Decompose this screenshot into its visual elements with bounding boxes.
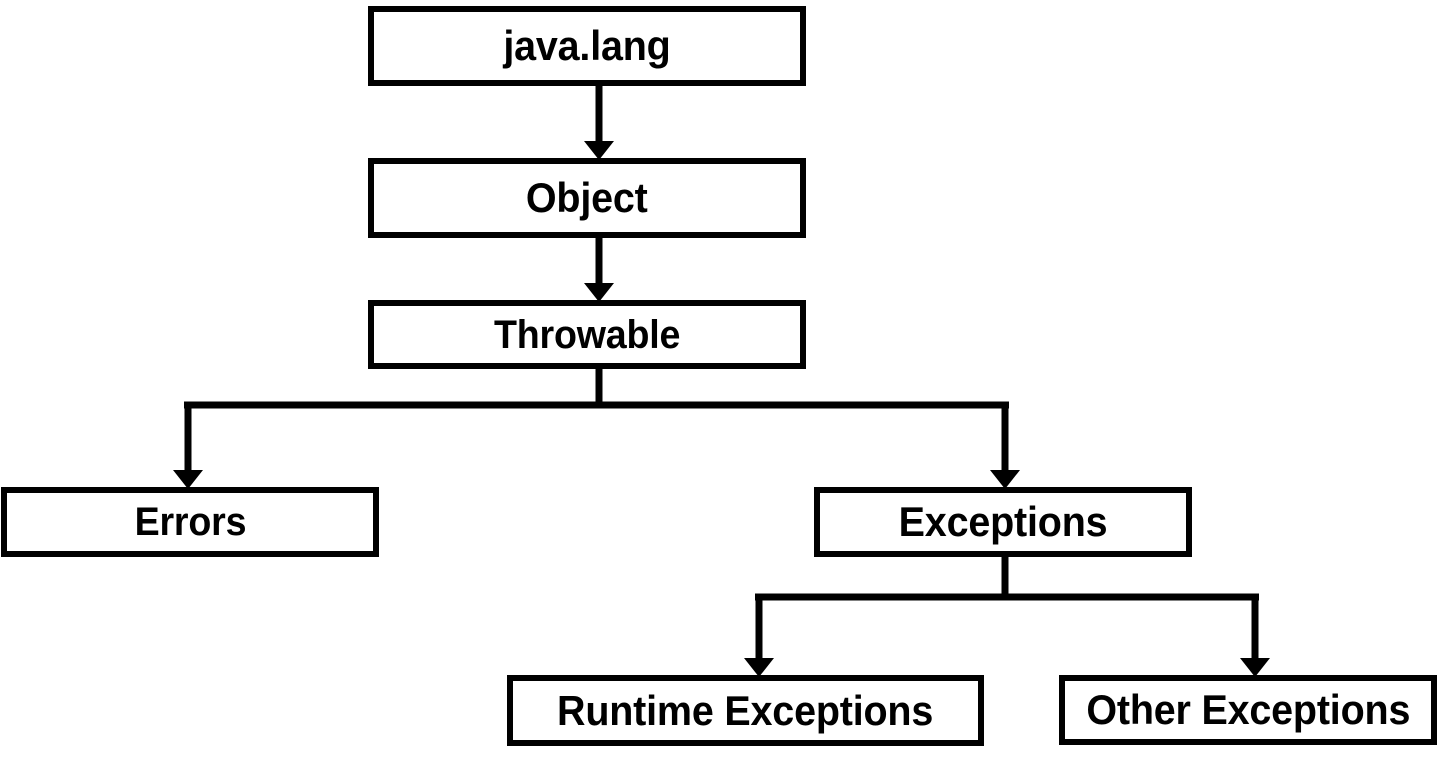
node-runtime-exceptions[interactable]: Runtime Exceptions [507,675,984,746]
node-label: Other Exceptions [1086,686,1410,733]
arrowhead-object [584,141,614,160]
node-label: Exceptions [898,498,1108,545]
arrowhead-exceptions [990,470,1020,489]
node-other-exceptions[interactable]: Other Exceptions [1059,675,1437,745]
arrowhead-other [1240,658,1270,677]
node-errors[interactable]: Errors [1,487,379,557]
node-label: Errors [134,500,246,544]
node-throwable[interactable]: Throwable [368,300,806,369]
node-label: Object [526,174,648,221]
node-exceptions[interactable]: Exceptions [814,487,1192,557]
node-label: Throwable [493,312,681,357]
node-label: Runtime Exceptions [557,686,934,734]
node-object[interactable]: Object [368,158,806,238]
arrowhead-runtime [744,658,774,677]
node-label: java.lang [503,22,671,69]
node-java-lang[interactable]: java.lang [368,6,806,86]
arrowhead-errors [173,470,203,489]
arrowhead-throwable [584,283,614,302]
